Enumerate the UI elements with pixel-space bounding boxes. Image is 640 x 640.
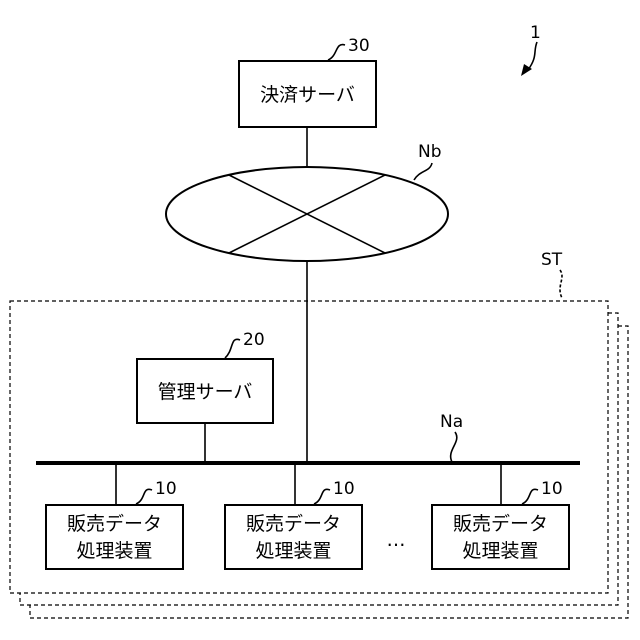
network-nb-ref-leader <box>414 163 432 180</box>
pos-device-2-line1: 販売データ <box>246 513 341 535</box>
network-na-ref: Na <box>440 412 463 432</box>
pos-device-2-line2: 処理装置 <box>255 540 331 562</box>
figure-ref-arrow <box>528 42 537 70</box>
settlement-server-ref-leader <box>328 45 345 60</box>
network-nb-ref: Nb <box>418 142 442 162</box>
management-server-ref: 20 <box>243 330 265 350</box>
pos-device-1-line1: 販売データ <box>67 513 162 535</box>
store-ref-label: ST <box>541 250 563 270</box>
pos-device-3-ref: 10 <box>541 479 563 499</box>
pos-device-3-line1: 販売データ <box>453 513 548 535</box>
management-server-label: 管理サーバ <box>158 381 253 403</box>
more-devices-ellipsis: … <box>387 529 406 551</box>
pos-device-3-line2: 処理装置 <box>462 540 538 562</box>
figure-ref-label: 1 <box>530 23 541 43</box>
pos-device-1-ref: 10 <box>155 479 177 499</box>
store-ref-leader <box>560 270 562 298</box>
settlement-server-ref: 30 <box>348 36 370 56</box>
pos-device-2-ref: 10 <box>333 479 355 499</box>
pos-device-1-line2: 処理装置 <box>76 540 152 562</box>
settlement-server-label: 決済サーバ <box>260 84 355 106</box>
